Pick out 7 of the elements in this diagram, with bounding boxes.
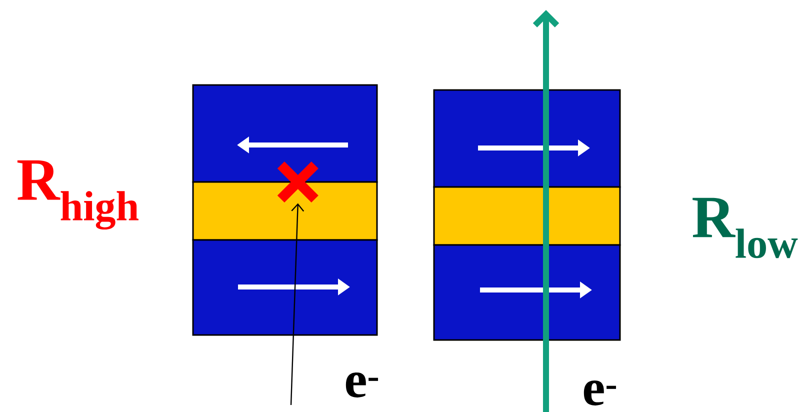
electron-arrow (290, 203, 304, 405)
resistance-label: R$_{low}$ (692, 198, 798, 258)
electron-label: e$^{-}$ (346, 372, 378, 398)
layer-stack-drawing (433, 89, 621, 341)
resistance-label: R$_{high}$ (17, 160, 138, 230)
layer-stack-drawing (192, 84, 378, 336)
blocked-cross (277, 161, 318, 203)
